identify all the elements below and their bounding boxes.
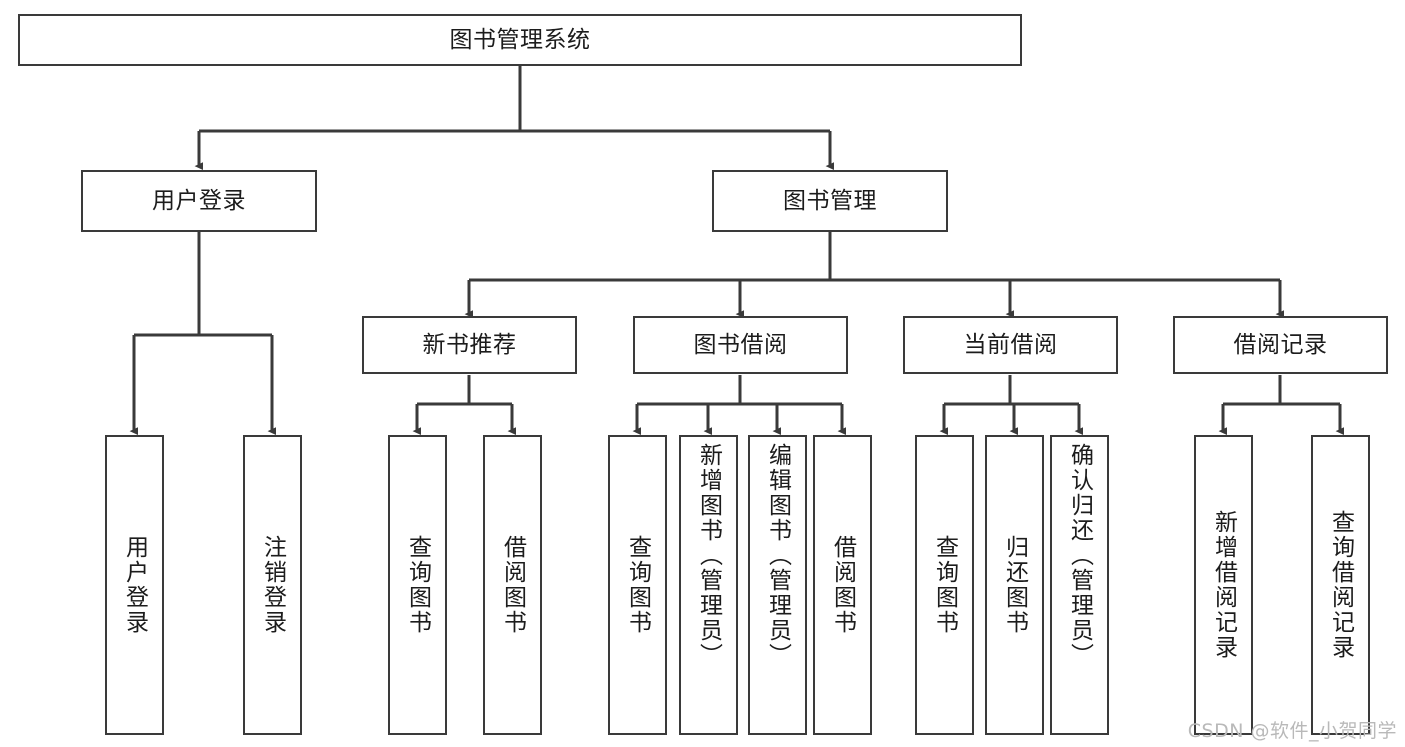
leaf-current-borrow-return[interactable]: 归还图书 bbox=[985, 435, 1044, 735]
node-label: 查询图书 bbox=[624, 535, 651, 635]
leaf-new-book-borrow[interactable]: 借阅图书 bbox=[483, 435, 542, 735]
node-root-book-management-system[interactable]: 图书管理系统 bbox=[18, 14, 1022, 66]
node-label: 新书推荐 bbox=[422, 331, 517, 358]
node-label: 查询图书 bbox=[931, 535, 958, 635]
node-label: 编辑图书（管理员） bbox=[764, 443, 791, 668]
leaf-book-borrow-edit[interactable]: 编辑图书（管理员） bbox=[748, 435, 807, 735]
node-label: 用户登录 bbox=[121, 535, 148, 635]
leaf-book-borrow-query[interactable]: 查询图书 bbox=[608, 435, 667, 735]
node-label: 查询借阅记录 bbox=[1327, 510, 1354, 660]
node-label: 借阅记录 bbox=[1233, 331, 1328, 358]
node-label: 借阅图书 bbox=[499, 535, 526, 635]
leaf-book-borrow-add[interactable]: 新增图书（管理员） bbox=[679, 435, 738, 735]
node-label: 当前借阅 bbox=[963, 331, 1058, 358]
node-label: 图书管理 bbox=[783, 187, 877, 214]
node-new-book-recommend[interactable]: 新书推荐 bbox=[362, 316, 577, 374]
node-label: 图书管理系统 bbox=[449, 26, 591, 53]
node-borrow-record[interactable]: 借阅记录 bbox=[1173, 316, 1388, 374]
leaf-book-borrow-borrow[interactable]: 借阅图书 bbox=[813, 435, 872, 735]
leaf-current-borrow-confirm-return[interactable]: 确认归还（管理员） bbox=[1050, 435, 1109, 735]
node-label: 注销登录 bbox=[259, 535, 286, 635]
node-label: 查询图书 bbox=[404, 535, 431, 635]
node-label: 新增图书（管理员） bbox=[695, 443, 722, 668]
node-user-login[interactable]: 用户登录 bbox=[81, 170, 317, 232]
leaf-borrow-record-add[interactable]: 新增借阅记录 bbox=[1194, 435, 1253, 735]
node-current-borrow[interactable]: 当前借阅 bbox=[903, 316, 1118, 374]
leaf-new-book-query[interactable]: 查询图书 bbox=[388, 435, 447, 735]
node-book-management[interactable]: 图书管理 bbox=[712, 170, 948, 232]
leaf-user-login-logout[interactable]: 注销登录 bbox=[243, 435, 302, 735]
node-label: 确认归还（管理员） bbox=[1066, 443, 1093, 668]
node-label: 借阅图书 bbox=[829, 535, 856, 635]
leaf-current-borrow-query[interactable]: 查询图书 bbox=[915, 435, 974, 735]
node-label: 用户登录 bbox=[152, 187, 246, 214]
node-book-borrow[interactable]: 图书借阅 bbox=[633, 316, 848, 374]
node-label: 图书借阅 bbox=[693, 331, 788, 358]
node-label: 新增借阅记录 bbox=[1210, 510, 1237, 660]
node-label: 归还图书 bbox=[1001, 535, 1028, 635]
leaf-borrow-record-query[interactable]: 查询借阅记录 bbox=[1311, 435, 1370, 735]
leaf-user-login-login[interactable]: 用户登录 bbox=[105, 435, 164, 735]
watermark-text: CSDN @软件_小贺同学 bbox=[1187, 720, 1397, 742]
